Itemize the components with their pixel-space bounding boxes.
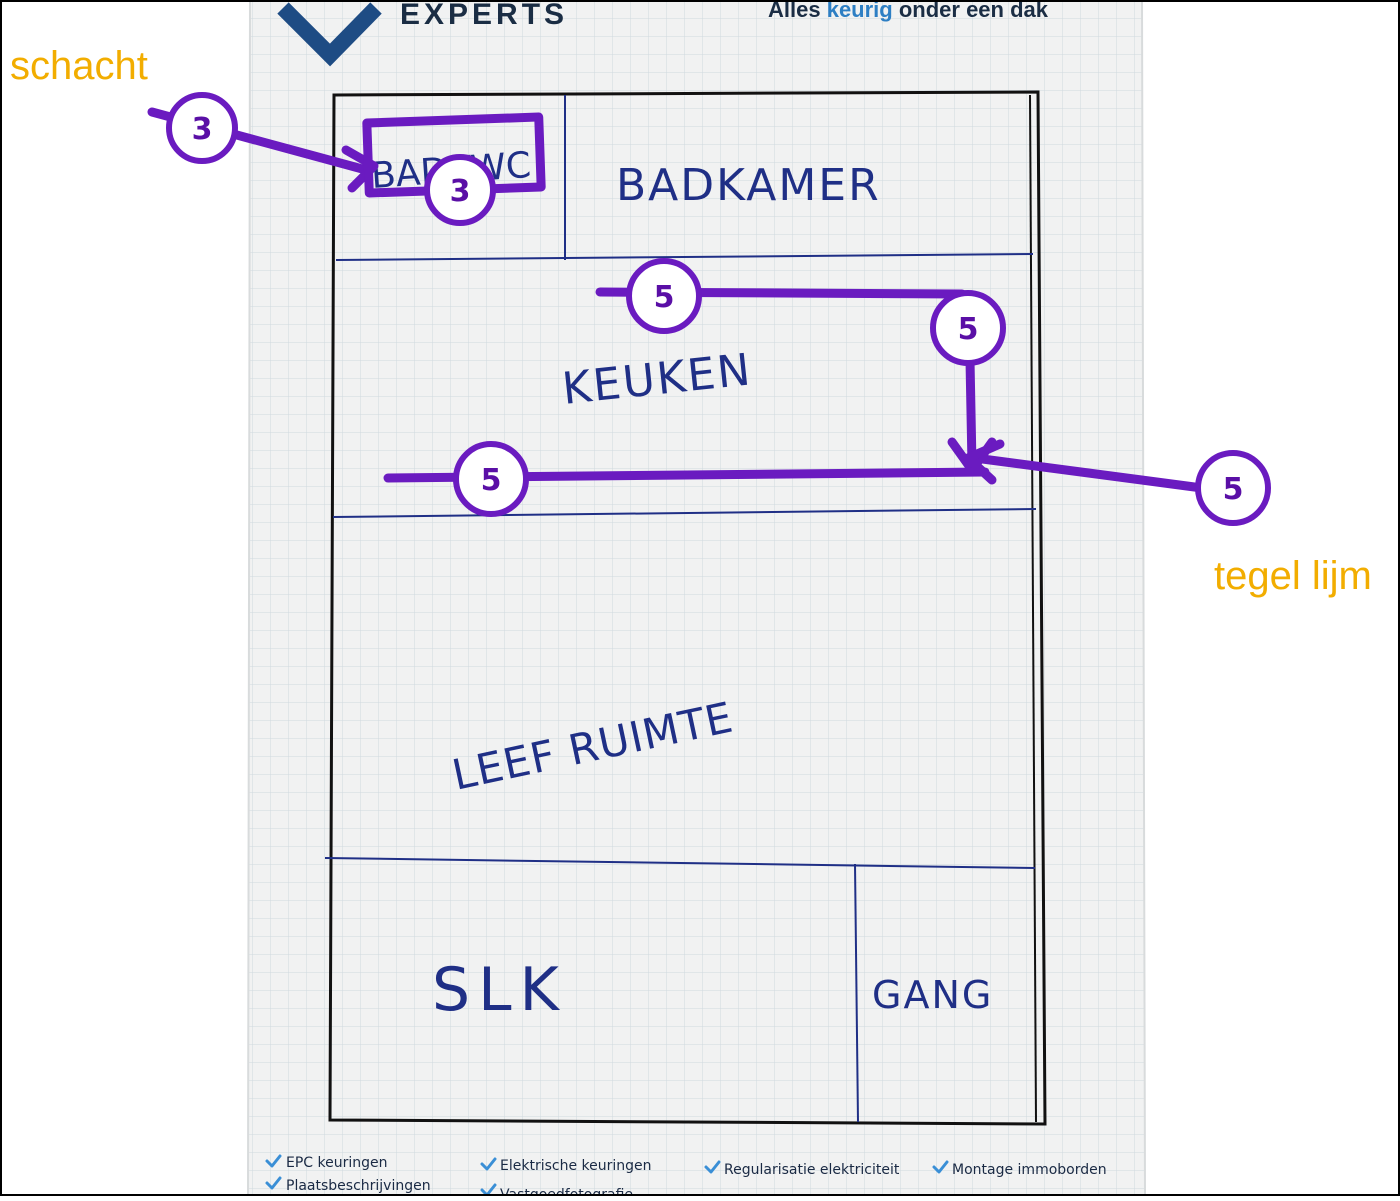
paper-sheet [246,0,1147,1197]
service-item: Plaatsbeschrijvingen [265,1176,431,1194]
marker-3a: 3 [166,92,238,164]
svg-text:5: 5 [1223,472,1244,507]
logo-mark-icon [277,2,382,67]
room-label-gang: GANG [872,973,993,1017]
wall-leefruimte-bottom [324,857,1036,869]
wall-gang-divider [854,863,859,1123]
check-icon [704,1160,721,1174]
annotation-arrowhead-schacht [341,145,379,193]
svg-text:Montage immoborden: Montage immoborden [952,1162,1107,1178]
svg-text:Plaatsbeschrijvingen: Plaatsbeschrijvingen [286,1178,431,1194]
outer-wall [328,90,1047,1126]
svg-text:3: 3 [192,112,213,147]
service-item: Montage immoborden [932,1160,1107,1178]
svg-text:Elektrische keuringen: Elektrische keuringen [500,1158,652,1174]
check-icon [480,1157,497,1171]
marker-5b: 5 [930,290,1006,366]
logo-text: EXPERTS [400,0,568,31]
svg-text:5: 5 [654,280,675,315]
annotation-line-tegel [970,453,1207,493]
svg-text:3: 3 [450,174,471,209]
service-item: Elektrische keuringen [480,1157,652,1174]
wall-top-horizontal [335,253,1034,261]
svg-text:EPC keuringen: EPC keuringen [286,1155,388,1171]
marker-3b: 3 [424,154,496,226]
check-icon [932,1160,949,1174]
marker-5c: 5 [453,441,529,517]
label-tegel-lijm: tegel lijm [1214,554,1372,598]
brand-header: EXPERTS Alles keurig onder een dak [277,0,1049,67]
service-item: EPC keuringen [265,1154,388,1171]
label-schacht: schacht [10,44,148,88]
service-item: Vastgoedfotografie [480,1183,633,1201]
annotation-arrowhead-tegel [963,439,1005,485]
wall-keuken-bottom [332,508,1037,518]
svg-text:5: 5 [481,463,502,498]
tagline: Alles keurig onder een dak [768,0,1049,22]
svg-text:Regularisatie elektriciteit: Regularisatie elektriciteit [724,1162,900,1178]
room-label-badkamer: BADKAMER [616,160,881,211]
svg-text:Vastgoedfotografie: Vastgoedfotografie [500,1187,633,1196]
svg-text:5: 5 [958,312,979,347]
inner-right-wall [1029,94,1037,1123]
check-icon [265,1154,282,1168]
annotation-line-keuken-right [965,355,977,470]
markers: 3 3 5 5 5 5 [166,92,1271,526]
footer-services: EPC keuringen Plaatsbeschrijvingen Elekt… [265,1154,1107,1201]
marker-5d: 5 [1195,450,1271,526]
service-item: Regularisatie elektriciteit [704,1160,900,1178]
check-icon [265,1176,282,1190]
floorplan-walls [324,90,1047,1126]
marker-5a: 5 [626,258,702,334]
room-label-slk: SLK [432,955,567,1025]
